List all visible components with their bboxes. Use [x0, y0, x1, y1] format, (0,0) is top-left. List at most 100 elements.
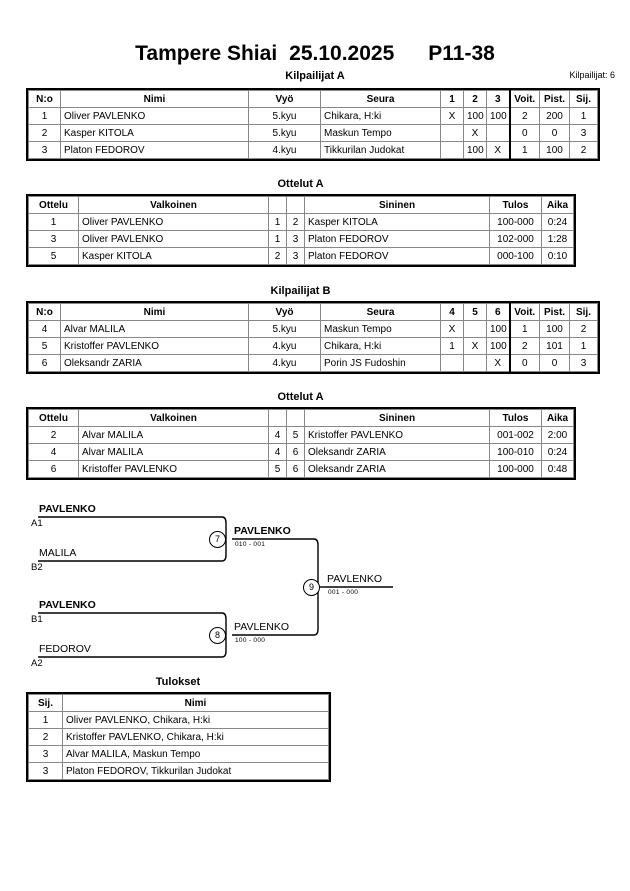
cell-no: 2 — [28, 124, 61, 142]
cell-rank: 2 — [28, 728, 63, 746]
cell-points: 200 — [539, 107, 570, 125]
cell-vs-1 — [440, 124, 464, 142]
cell-wnum: 4 — [268, 443, 287, 461]
table-row: 2 Alvar MALILA 4 5 Kristoffer PAVLENKO 0… — [28, 426, 574, 444]
cell-name: Kasper KITOLA — [60, 124, 249, 142]
cell-vs-4 — [440, 354, 464, 372]
pool-a-header-row: N:o Nimi Vyö Seura 1 2 3 Voit. Pist. Sij… — [28, 90, 598, 108]
cell-belt: 4.kyu — [248, 354, 321, 372]
cell-time: 2:00 — [541, 426, 574, 444]
cell-bnum: 6 — [286, 460, 305, 478]
cell-time: 0:24 — [541, 213, 574, 231]
cell-blue: Platon FEDOROV — [304, 230, 490, 248]
bracket-match-8-winner: PAVLENKO — [234, 621, 290, 633]
col-rank: Sij. — [28, 694, 63, 712]
cell-wins: 2 — [508, 107, 540, 125]
cell-wnum: 1 — [268, 230, 287, 248]
cell-vs-3: 100 — [486, 107, 510, 125]
col-blue: Sininen — [304, 196, 490, 214]
bracket-final-score: 001 - 000 — [328, 589, 359, 596]
pool-b-table: N:o Nimi Vyö Seura 4 5 6 Voit. Pist. Sij… — [26, 301, 600, 374]
col-club: Seura — [320, 303, 441, 321]
bracket-match-8-number[interactable]: 8 — [209, 627, 226, 644]
col-bnum — [286, 409, 305, 427]
table-row: 1 Oliver PAVLENKO 1 2 Kasper KITOLA 100-… — [28, 213, 574, 231]
bracket-match-7-score: 010 - 001 — [235, 541, 266, 548]
col-name: Nimi — [60, 303, 249, 321]
pool-a-table: N:o Nimi Vyö Seura 1 2 3 Voit. Pist. Sij… — [26, 88, 600, 161]
cell-vs-1 — [440, 141, 464, 159]
cell-club: Porin JS Fudoshin — [320, 354, 441, 372]
cell-club: Chikara, H:ki — [320, 337, 441, 355]
cell-no: 6 — [28, 354, 61, 372]
cell-club: Chikara, H:ki — [320, 107, 441, 125]
cell-wins: 2 — [508, 337, 540, 355]
cell-blue: Oleksandr ZARIA — [304, 443, 490, 461]
results-table: Sij. Nimi 1 Oliver PAVLENKO, Chikara, H:… — [26, 692, 331, 782]
col-time: Aika — [541, 196, 574, 214]
cell-points: 101 — [539, 337, 570, 355]
cell-bnum: 3 — [286, 247, 305, 265]
bracket-semi1-top-seed: A1 — [31, 518, 43, 529]
cell-points: 0 — [539, 124, 570, 142]
matches-a-table-2: Ottelu Valkoinen Sininen Tulos Aika 2 Al… — [26, 407, 576, 480]
col-bnum — [286, 196, 305, 214]
bracket-semi1-bottom-name: MALILA — [39, 547, 77, 559]
cell-rank: 1 — [28, 711, 63, 729]
col-points: Pist. — [539, 303, 570, 321]
cell-points: 100 — [539, 320, 570, 338]
cell-vs-4: 1 — [440, 337, 464, 355]
table-row: 6 Kristoffer PAVLENKO 5 6 Oleksandr ZARI… — [28, 460, 574, 478]
cell-wins: 0 — [508, 124, 540, 142]
col-result: Tulos — [489, 196, 542, 214]
cell-belt: 4.kyu — [248, 141, 321, 159]
cell-rank: 1 — [569, 337, 598, 355]
cell-rank: 2 — [569, 141, 598, 159]
cell-rank: 3 — [569, 354, 598, 372]
cell-wnum: 4 — [268, 426, 287, 444]
cell-time: 0:10 — [541, 247, 574, 265]
cell-bnum: 3 — [286, 230, 305, 248]
bracket-final-winner: PAVLENKO — [327, 573, 383, 585]
cell-vs-6: X — [486, 354, 510, 372]
pool-a-subtitle: Kilpailijat A — [285, 70, 345, 82]
bracket-match-9-number[interactable]: 9 — [303, 579, 320, 596]
cell-match: 6 — [28, 460, 79, 478]
event-date: 25.10.2025 — [289, 42, 395, 65]
cell-time: 0:24 — [541, 443, 574, 461]
bracket-semi1-top-name: PAVLENKO — [39, 503, 96, 515]
cell-rank: 1 — [569, 107, 598, 125]
bracket-match-7-number[interactable]: 7 — [209, 531, 226, 548]
cell-wins: 1 — [508, 141, 540, 159]
col-rank: Sij. — [569, 303, 598, 321]
cell-belt: 4.kyu — [248, 337, 321, 355]
cell-vs-4: X — [440, 320, 464, 338]
cell-points: 0 — [539, 354, 570, 372]
col-opp-5: 5 — [463, 303, 487, 321]
table-row: 5 Kristoffer PAVLENKO 4.kyu Chikara, H:k… — [28, 337, 598, 355]
bracket-semi2-bottom-seed: A2 — [31, 658, 43, 669]
col-wnum — [268, 409, 287, 427]
cell-wins: 1 — [508, 320, 540, 338]
table-row: 6 Oleksandr ZARIA 4.kyu Porin JS Fudoshi… — [28, 354, 598, 372]
cell-belt: 5.kyu — [248, 124, 321, 142]
cell-rank: 3 — [569, 124, 598, 142]
cell-vs-2: X — [463, 124, 487, 142]
cell-match: 3 — [28, 230, 79, 248]
cell-match: 4 — [28, 443, 79, 461]
cell-no: 1 — [28, 107, 61, 125]
cell-no: 4 — [28, 320, 61, 338]
event-category: P11-38 — [428, 42, 495, 65]
cell-name: Oleksandr ZARIA — [60, 354, 249, 372]
cell-white: Alvar MALILA — [78, 426, 269, 444]
cell-white: Kristoffer PAVLENKO — [78, 460, 269, 478]
cell-belt: 5.kyu — [248, 320, 321, 338]
cell-blue: Kristoffer PAVLENKO — [304, 426, 490, 444]
cell-vs-6: 100 — [486, 337, 510, 355]
cell-result: 100-000 — [489, 213, 542, 231]
matches-a-table-1: Ottelu Valkoinen Sininen Tulos Aika 1 Ol… — [26, 194, 576, 267]
col-time: Aika — [541, 409, 574, 427]
list-item: 3 Platon FEDOROV, Tikkurilan Judokat — [28, 762, 329, 780]
col-result: Tulos — [489, 409, 542, 427]
cell-vs-1: X — [440, 107, 464, 125]
